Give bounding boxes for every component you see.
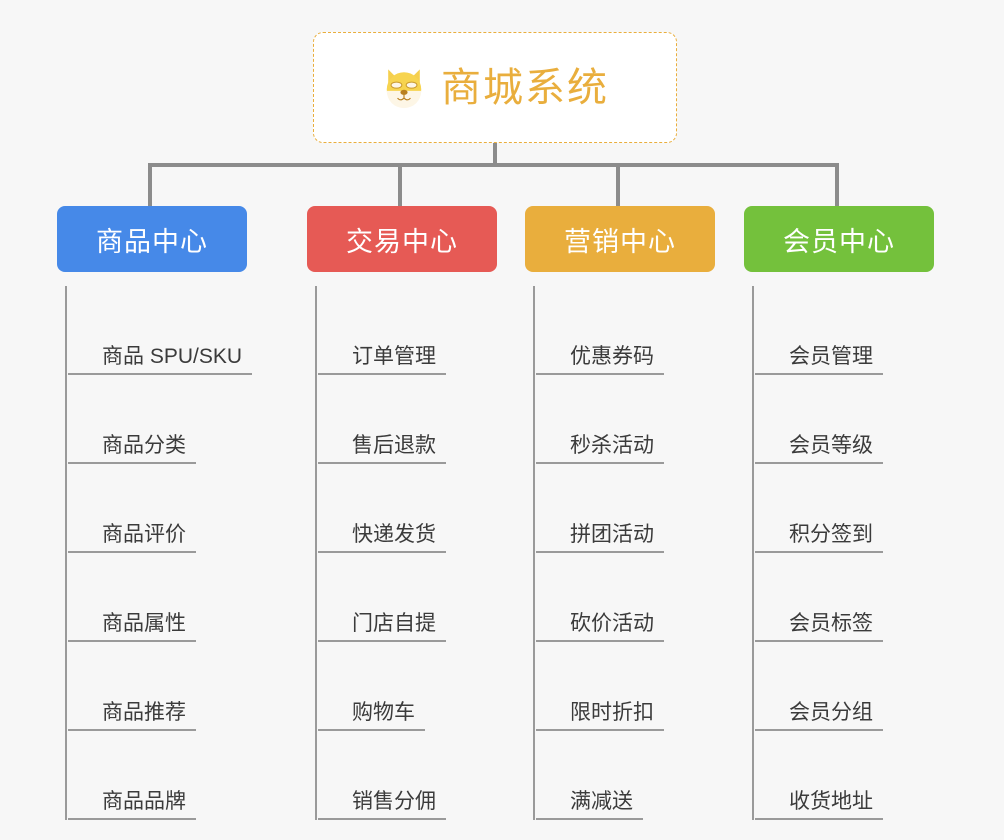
leaf-item[interactable]: 会员标签 bbox=[755, 553, 934, 642]
leaf-item[interactable]: 售后退款 bbox=[318, 375, 497, 464]
leaf-stack-2: 订单管理 售后退款 快递发货 门店自提 购物车 销售分佣 bbox=[315, 286, 497, 820]
leaf-item[interactable]: 购物车 bbox=[318, 642, 497, 731]
root-node-mall-system[interactable]: 商城系统 bbox=[313, 32, 677, 143]
leaf-label: 销售分佣 bbox=[318, 790, 446, 820]
branch-header-2[interactable]: 交易中心 bbox=[307, 206, 497, 272]
leaf-item[interactable]: 商品 SPU/SKU bbox=[68, 286, 253, 375]
leaf-item[interactable]: 商品推荐 bbox=[68, 642, 247, 731]
leaf-label: 积分签到 bbox=[755, 523, 883, 553]
branch-header-3[interactable]: 营销中心 bbox=[525, 206, 715, 272]
branch-label-4: 会员中心 bbox=[783, 226, 895, 257]
branch-header-4[interactable]: 会员中心 bbox=[744, 206, 934, 272]
leaf-label: 收货地址 bbox=[755, 790, 883, 820]
leaf-label: 秒杀活动 bbox=[536, 434, 664, 464]
connector-bus bbox=[148, 163, 839, 167]
leaf-stack-4: 会员管理 会员等级 积分签到 会员标签 会员分组 收货地址 bbox=[752, 286, 934, 820]
leaf-item[interactable]: 砍价活动 bbox=[536, 553, 715, 642]
leaf-label: 订单管理 bbox=[318, 345, 446, 375]
leaf-label: 会员标签 bbox=[755, 612, 883, 642]
branch-label-1: 商品中心 bbox=[96, 226, 208, 257]
leaf-item[interactable]: 秒杀活动 bbox=[536, 375, 715, 464]
leaf-label: 门店自提 bbox=[318, 612, 446, 642]
leaf-label: 拼团活动 bbox=[536, 523, 664, 553]
leaf-item[interactable]: 订单管理 bbox=[318, 286, 497, 375]
connector-drop-3 bbox=[616, 163, 620, 206]
leaf-label: 商品分类 bbox=[68, 434, 196, 464]
leaf-label: 购物车 bbox=[318, 701, 425, 731]
leaf-stack-1: 商品 SPU/SKU 商品分类 商品评价 商品属性 商品推荐 商品品牌 bbox=[65, 286, 253, 820]
leaf-item[interactable]: 商品品牌 bbox=[68, 731, 247, 820]
branch-column-3: 营销中心 优惠券码 秒杀活动 拼团活动 砍价活动 限时折扣 满减送 bbox=[525, 206, 715, 820]
connector-drop-2 bbox=[398, 163, 402, 206]
branch-label-3: 营销中心 bbox=[564, 226, 676, 257]
leaf-item[interactable]: 限时折扣 bbox=[536, 642, 715, 731]
branch-header-1[interactable]: 商品中心 bbox=[57, 206, 247, 272]
leaf-label: 商品品牌 bbox=[68, 790, 196, 820]
leaf-label: 限时折扣 bbox=[536, 701, 664, 731]
leaf-stack-3: 优惠券码 秒杀活动 拼团活动 砍价活动 限时折扣 满减送 bbox=[533, 286, 715, 820]
connector-trunk bbox=[493, 143, 497, 166]
leaf-label: 优惠券码 bbox=[536, 345, 664, 375]
branch-column-1: 商品中心 商品 SPU/SKU 商品分类 商品评价 商品属性 商品推荐 商品品牌 bbox=[57, 206, 253, 820]
branch-column-4: 会员中心 会员管理 会员等级 积分签到 会员标签 会员分组 收货地址 bbox=[744, 206, 934, 820]
leaf-item[interactable]: 拼团活动 bbox=[536, 464, 715, 553]
leaf-item[interactable]: 商品分类 bbox=[68, 375, 247, 464]
leaf-label: 砍价活动 bbox=[536, 612, 664, 642]
leaf-item[interactable]: 会员等级 bbox=[755, 375, 934, 464]
leaf-item[interactable]: 快递发货 bbox=[318, 464, 497, 553]
branch-label-2: 交易中心 bbox=[346, 226, 458, 257]
leaf-label: 会员等级 bbox=[755, 434, 883, 464]
leaf-item[interactable]: 收货地址 bbox=[755, 731, 934, 820]
leaf-item[interactable]: 满减送 bbox=[536, 731, 715, 820]
leaf-label: 商品推荐 bbox=[68, 701, 196, 731]
leaf-item[interactable]: 商品属性 bbox=[68, 553, 247, 642]
branch-column-2: 交易中心 订单管理 售后退款 快递发货 门店自提 购物车 销售分佣 bbox=[307, 206, 497, 820]
leaf-label: 售后退款 bbox=[318, 434, 446, 464]
leaf-label: 会员分组 bbox=[755, 701, 883, 731]
connector-drop-4 bbox=[835, 163, 839, 206]
leaf-item[interactable]: 优惠券码 bbox=[536, 286, 715, 375]
leaf-item[interactable]: 会员分组 bbox=[755, 642, 934, 731]
dog-face-icon bbox=[386, 68, 422, 108]
leaf-item[interactable]: 会员管理 bbox=[755, 286, 934, 375]
leaf-label: 会员管理 bbox=[755, 345, 883, 375]
root-title: 商城系统 bbox=[441, 65, 609, 110]
leaf-label: 商品属性 bbox=[68, 612, 196, 642]
leaf-label: 满减送 bbox=[536, 790, 643, 820]
leaf-item[interactable]: 商品评价 bbox=[68, 464, 247, 553]
leaf-item[interactable]: 销售分佣 bbox=[318, 731, 497, 820]
connector-drop-1 bbox=[148, 163, 152, 206]
leaf-item[interactable]: 积分签到 bbox=[755, 464, 934, 553]
leaf-item[interactable]: 门店自提 bbox=[318, 553, 497, 642]
leaf-label: 快递发货 bbox=[318, 523, 446, 553]
leaf-label: 商品 SPU/SKU bbox=[68, 345, 253, 375]
leaf-label: 商品评价 bbox=[68, 523, 196, 553]
